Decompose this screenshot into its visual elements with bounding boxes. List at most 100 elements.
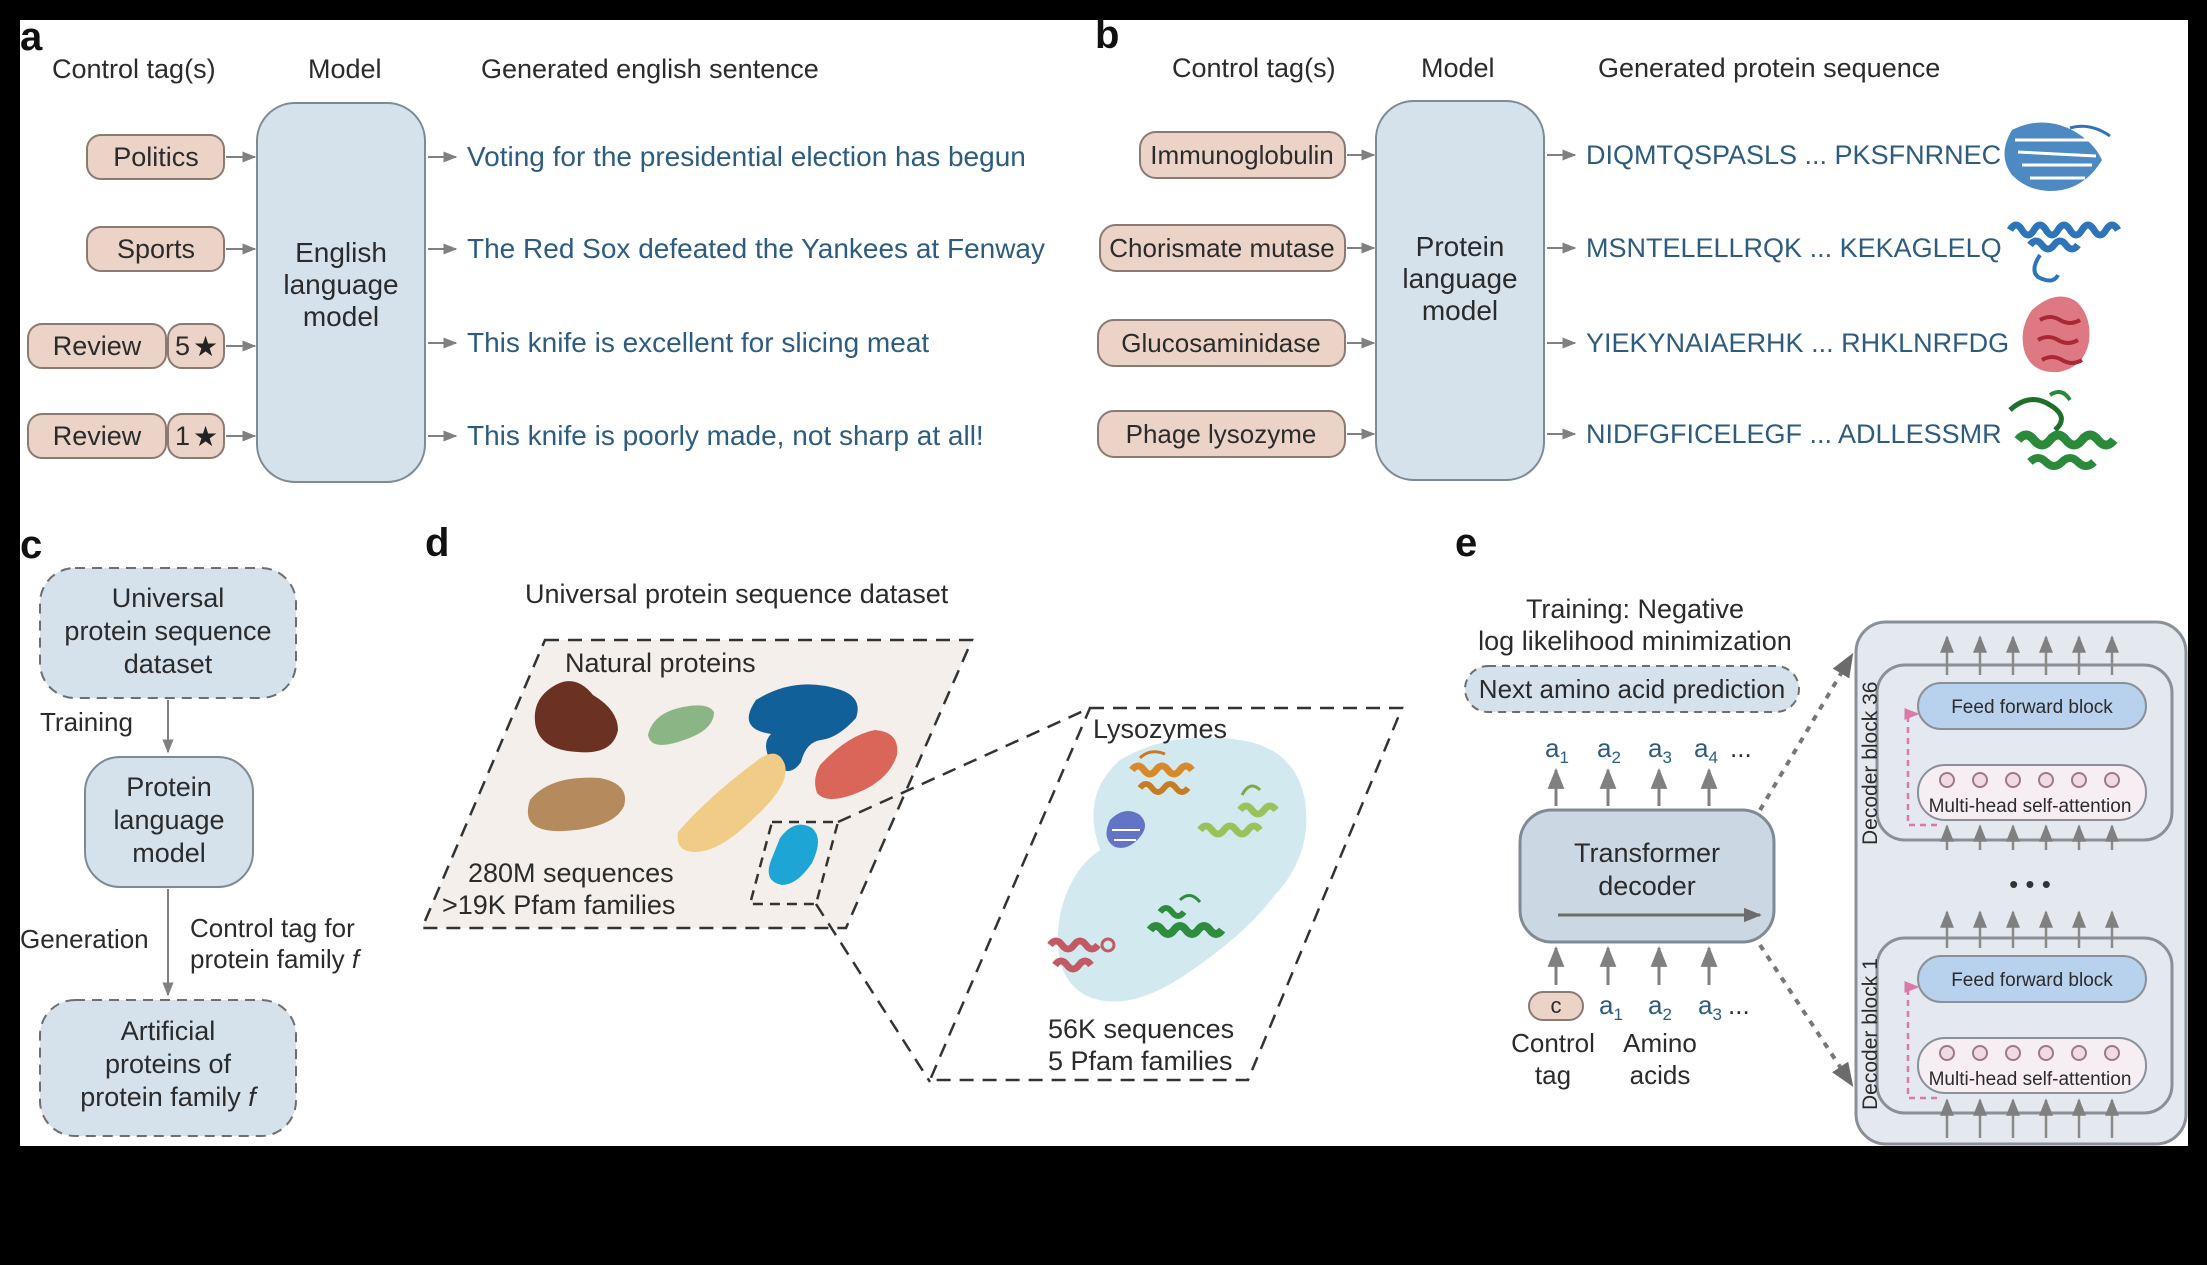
blue-small-structure-icon [1106, 811, 1145, 848]
tag-label: Glucosaminidase [1121, 328, 1320, 358]
artificial-proteins-line2: proteins of [105, 1049, 232, 1079]
transformer-decoder-box [1518, 808, 1776, 944]
protein-blob [677, 753, 786, 852]
decoder-stack [1854, 620, 2188, 1146]
transformer-line2: decoder [1598, 871, 1696, 901]
stack-arrows [1940, 635, 2119, 850]
tag-box [27, 413, 167, 459]
tag-label: Politics [113, 142, 199, 172]
lysozymes-label: Lysozymes [1093, 714, 1227, 744]
natural-proteins-label: Natural proteins [565, 648, 756, 678]
tag-label: Chorismate mutase [1109, 233, 1334, 263]
tag-label: Phage lysozyme [1126, 419, 1317, 449]
protein-blob [648, 705, 714, 745]
output-ellipsis: ... [1730, 733, 1752, 763]
universal-dataset-box [39, 567, 297, 699]
tag-label: Review [53, 421, 142, 451]
artificial-proteins-line1: Artificial [121, 1016, 216, 1046]
decoder-block-36 [1875, 663, 2174, 842]
generated-sentence: This knife is excellent for slicing meat [467, 327, 929, 358]
multi-head-attention-label: Multi-head self-attention [1929, 796, 2132, 817]
tag-box [1099, 224, 1346, 272]
artificial-proteins-line3: protein family f [80, 1082, 258, 1112]
panel-a-header-tags: Control tag(s) [52, 54, 216, 84]
control-tag-label-line2: tag [1535, 1060, 1571, 1090]
tag-box [1097, 319, 1346, 367]
universal-dataset-line1: Universal [112, 583, 225, 613]
amino-acids-label-line1: Amino [1623, 1028, 1697, 1058]
output-token: a4 [1694, 733, 1718, 767]
expand-arrow [1758, 943, 1854, 1088]
rating-value: 1 [175, 421, 190, 451]
red-small-structure-icon [1047, 937, 1116, 973]
tag-box [1097, 410, 1346, 458]
protein-model-c-line3: model [132, 838, 206, 868]
generated-sentence: Voting for the presidential election has… [467, 141, 1026, 172]
expand-arrow [1758, 652, 1854, 812]
orange-structure-icon [1129, 750, 1195, 795]
panel-c-letter: c [20, 523, 42, 567]
lysozyme-selection-box [748, 820, 840, 906]
next-amino-acid-label: Next amino acid prediction [1479, 674, 1785, 704]
star-icon: ★ [193, 421, 218, 452]
amino-acids-label-line2: acids [1630, 1060, 1691, 1090]
output-token: a3 [1648, 733, 1672, 767]
control-tag-label-line1: Control [1511, 1028, 1595, 1058]
rating-value: 5 [175, 331, 190, 361]
next-amino-acid-box [1464, 665, 1800, 713]
blue-helix-structure-icon [2006, 221, 2122, 283]
tag-box [86, 226, 225, 272]
stack-ellipsis-dots: • • • [2009, 869, 2051, 899]
input-ellipsis: ... [1728, 990, 1750, 1020]
training-objective-line2: log likelihood minimization [1478, 626, 1792, 656]
star-icon: ★ [193, 331, 218, 362]
artificial-proteins-box [39, 999, 297, 1137]
generation-label: Generation [20, 924, 149, 954]
panel-a-header-model: Model [308, 54, 382, 84]
english-model-line3: model [303, 301, 379, 332]
panel-b-header-tags: Control tag(s) [1172, 53, 1336, 83]
generated-sequence: NIDFGFICELEGF ... ADLLESSMR [1586, 419, 2002, 449]
lysozymes-parallelogram [928, 706, 1404, 1082]
green-light-structure-icon [1197, 784, 1279, 838]
residual-dashed-arrow [1904, 981, 1937, 1100]
protein-model-c-line2: language [113, 805, 224, 835]
panel-d: d Universal protein sequence dataset Nat… [420, 521, 1404, 1083]
protein-model-line2: language [1402, 263, 1517, 294]
english-model-line2: language [283, 269, 398, 300]
feed-forward-label: Feed forward block [1951, 697, 2113, 718]
protein-model-box [1375, 100, 1545, 481]
generated-sentence: This knife is poorly made, not sharp at … [467, 420, 984, 451]
panel-d-letter: d [425, 521, 449, 565]
residual-dashed-arrow [1904, 708, 1937, 827]
tag-label: Immunoglobulin [1150, 140, 1334, 170]
input-token: a2 [1648, 990, 1672, 1024]
control-token-box [1528, 991, 1584, 1021]
protein-model-line3: model [1422, 295, 1498, 326]
control-tag-line1: Control tag for [190, 913, 355, 943]
multi-head-attention-label: Multi-head self-attention [1929, 1069, 2132, 1090]
tag-box [86, 134, 225, 180]
feed-forward-block [1917, 682, 2147, 730]
universal-dataset-line3: dataset [124, 649, 213, 679]
generated-sequence: YIEKYNAIAERHK ... RHKLNRFDG [1586, 328, 2009, 358]
panel-a-header-output: Generated english sentence [481, 54, 819, 84]
green-dark-structure-icon [1146, 894, 1226, 938]
english-model-box [256, 102, 426, 483]
protein-blob [768, 824, 818, 885]
panel-e-letter: e [1455, 521, 1477, 565]
feed-forward-label: Feed forward block [1951, 970, 2113, 991]
decoder-block-1-label: Decoder block 1 [1859, 958, 1882, 1110]
rating-box [167, 323, 225, 369]
control-tag-line2: protein family f [190, 944, 362, 974]
protein-blob [815, 730, 898, 799]
english-model-line1: English [295, 237, 387, 268]
attention-nodes [1939, 772, 2120, 788]
training-objective-line1: Training: Negative [1526, 594, 1744, 624]
panel-c: c Universal protein sequence dataset Tra… [20, 523, 362, 1137]
output-token: a1 [1545, 733, 1569, 767]
output-token: a2 [1597, 733, 1621, 767]
rating-box [167, 413, 225, 459]
